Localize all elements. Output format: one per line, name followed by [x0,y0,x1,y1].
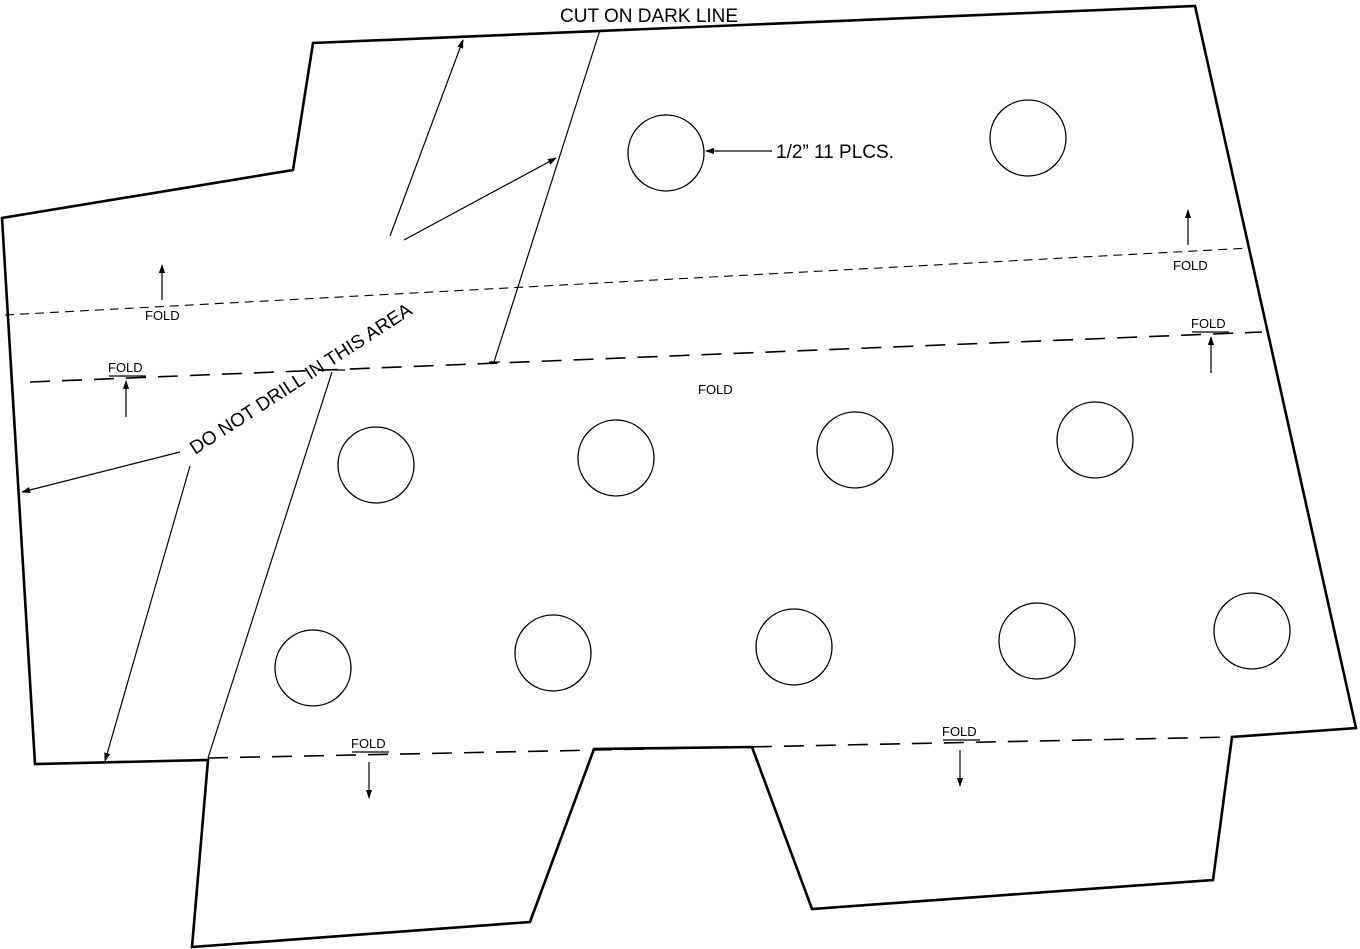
hole-spec-label: 1/2” 11 PLCS. [776,142,894,163]
fold-line-middle [29,331,1263,383]
hole [755,608,833,686]
fold-marker-lower-right: FOLD [942,724,980,787]
no-drill-boundary-lower [207,371,333,759]
fold-label: FOLD [351,736,386,751]
fold-marker-upper-left: FOLD [145,264,180,323]
hole [989,99,1067,177]
hole [337,426,415,504]
no-drill-arrow-cutline [403,157,557,241]
fold-label: FOLD [1173,258,1208,273]
hole [1213,592,1291,670]
no-drill-arrow-bottom [104,465,191,762]
fold-line-upper [4,247,1251,316]
fold-line-lower [207,736,1233,759]
hole [274,629,352,707]
no-drill-arrow-top [389,39,464,237]
hole [816,411,894,489]
fold-label-center: FOLD [698,382,733,397]
no-drill-boundary-upper [493,29,601,363]
fold-marker-middle-right: FOLD [1191,316,1229,373]
hole [1056,401,1134,479]
hole [577,419,655,497]
fold-marker-middle-left: FOLD [108,360,146,417]
fold-label: FOLD [145,308,180,323]
hole [627,114,705,192]
fold-label: FOLD [108,360,143,375]
hole [998,602,1076,680]
hole [514,614,592,692]
cut-label: CUT ON DARK LINE [560,6,738,27]
no-drill-arrow-left [21,451,181,494]
fold-label: FOLD [942,724,977,739]
fold-label: FOLD [1191,316,1226,331]
fold-marker-upper-right: FOLD [1173,209,1208,273]
template-outline [0,4,1358,949]
holes [274,99,1291,707]
fold-marker-lower-left: FOLD [351,736,389,799]
